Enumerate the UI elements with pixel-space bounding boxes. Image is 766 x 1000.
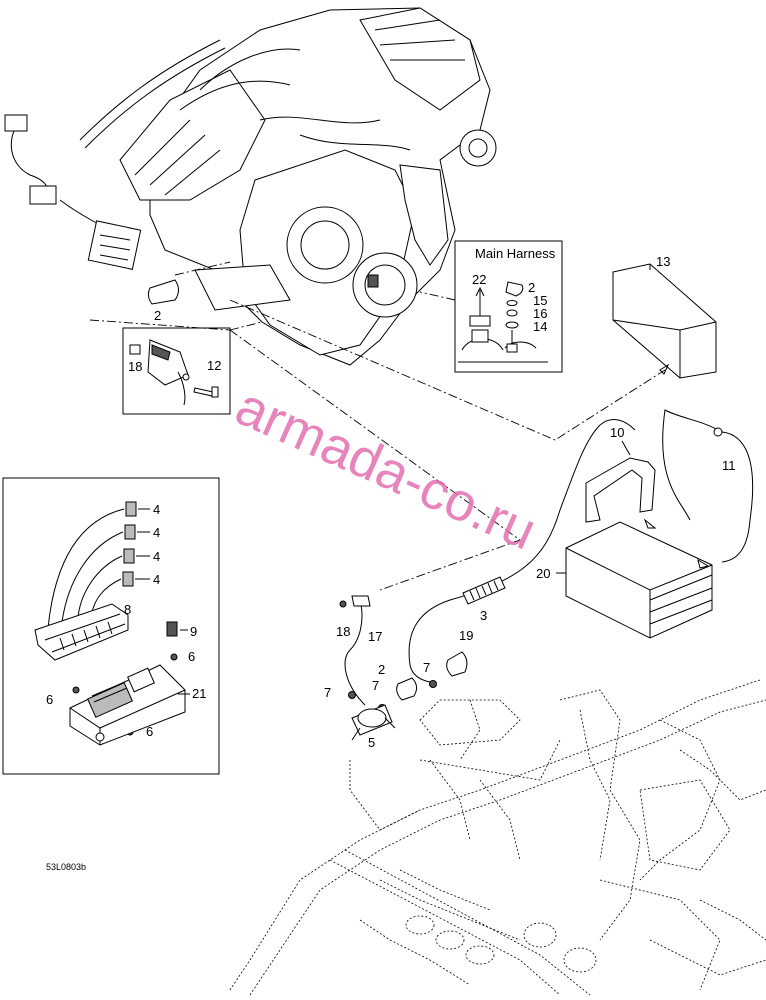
callout-7: 7	[423, 660, 430, 675]
callout-13: 13	[656, 254, 670, 269]
callout-16: 16	[533, 306, 547, 321]
callout-20: 20	[536, 566, 550, 581]
callout-10: 10	[610, 425, 624, 440]
fuse-box-inset: 4 4 4 4 8 9 6 6 6 21	[2, 477, 220, 775]
callout-14: 14	[533, 319, 547, 334]
fuses	[122, 501, 150, 587]
drawing-code: 53L0803b	[46, 862, 86, 872]
battery-area: 10 20 11 3	[408, 409, 754, 683]
callout-4: 4	[153, 525, 160, 540]
part-2-connector-boot: 2	[147, 261, 231, 323]
callout-15: 15	[533, 293, 547, 308]
callout-6: 6	[146, 724, 153, 739]
main-harness-inset: Main Harness 22 2 15 16 14	[419, 240, 563, 373]
callout-3: 3	[480, 608, 487, 623]
callout-19: 19	[459, 628, 473, 643]
callout-21: 21	[192, 686, 206, 701]
callout-17: 17	[368, 629, 382, 644]
callout-2: 2	[378, 662, 385, 677]
engine-assembly	[4, 7, 497, 366]
callout-22: 22	[472, 272, 486, 287]
callout-4: 4	[153, 502, 160, 517]
part-13-pad: 13	[612, 254, 717, 379]
callout-7: 7	[324, 685, 331, 700]
callout-11: 11	[722, 458, 736, 473]
callout-4: 4	[153, 572, 160, 587]
callout-5: 5	[368, 735, 375, 750]
callout-6: 6	[46, 692, 53, 707]
callout-8: 8	[124, 602, 131, 617]
callout-18: 18	[336, 624, 350, 639]
main-harness-title: Main Harness	[475, 246, 556, 261]
callout-9: 9	[190, 624, 197, 639]
callout-2: 2	[154, 308, 161, 323]
callout-4: 4	[153, 549, 160, 564]
callout-6: 6	[188, 649, 195, 664]
callout-18: 18	[128, 359, 142, 374]
watermark: armada-co.ru	[227, 376, 545, 561]
inset-box-relay: 18 12	[122, 321, 263, 415]
routing-lines	[89, 299, 670, 591]
callout-7: 7	[372, 678, 379, 693]
callout-12: 12	[207, 358, 221, 373]
callout-2: 2	[528, 280, 535, 295]
vehicle-frame	[229, 679, 766, 996]
solenoid-area: 18 17 19 2 7 7 7 5	[324, 595, 473, 750]
